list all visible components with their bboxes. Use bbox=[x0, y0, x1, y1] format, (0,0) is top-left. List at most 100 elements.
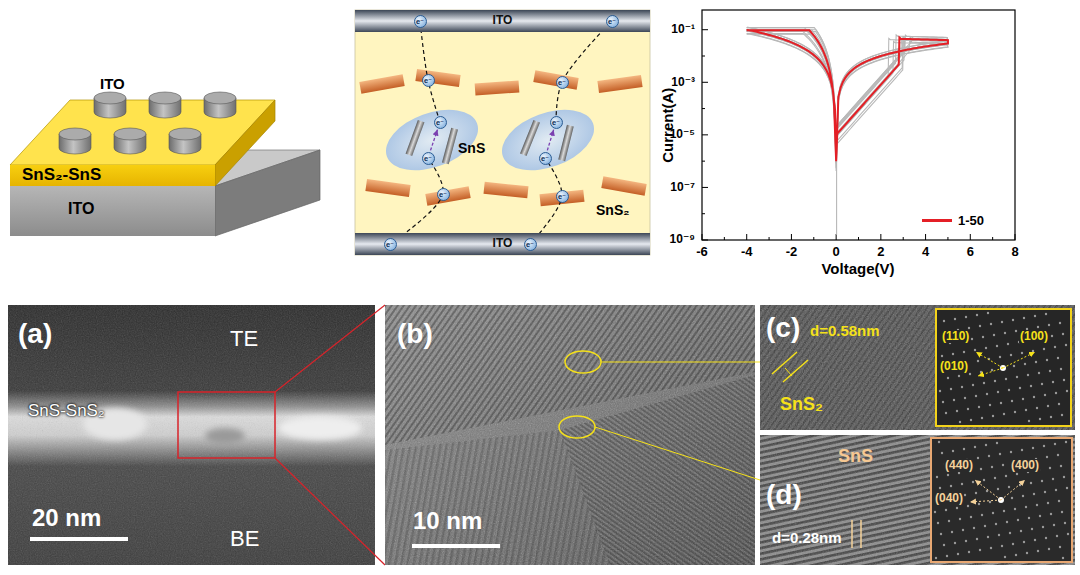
electron-path bbox=[390, 158, 443, 244]
hopping-arrow bbox=[547, 130, 553, 151]
node-text: ITO bbox=[68, 200, 94, 218]
hrtem-image bbox=[760, 435, 1075, 565]
fft-spot bbox=[953, 399, 955, 401]
zoom-line bbox=[595, 427, 760, 480]
fft-spot bbox=[1052, 381, 1054, 383]
fft-spot bbox=[952, 353, 954, 355]
node-text: (100) bbox=[1019, 330, 1049, 343]
fft-spot bbox=[1003, 510, 1005, 512]
fft-spot bbox=[1041, 383, 1043, 385]
electron-mark: e⁻ bbox=[434, 116, 447, 129]
legend-swatch bbox=[922, 219, 952, 222]
sns-grain bbox=[378, 98, 487, 182]
fft-spot bbox=[1054, 443, 1056, 445]
fft-spot bbox=[977, 457, 979, 459]
fft-spot bbox=[1007, 343, 1009, 345]
fft-spot bbox=[1057, 357, 1059, 359]
fft-vector bbox=[1003, 352, 1035, 368]
iv-curve bbox=[747, 33, 948, 159]
fft-spot bbox=[947, 474, 949, 476]
fft-spot bbox=[1016, 473, 1018, 475]
sns-grain bbox=[378, 98, 603, 182]
iv-curve bbox=[747, 27, 948, 156]
electrode-cylinder bbox=[59, 92, 236, 154]
hrtem-image bbox=[772, 352, 797, 374]
axis-title: Current(A) bbox=[660, 88, 677, 163]
electrode-cylinder bbox=[149, 92, 181, 118]
tick bbox=[1015, 234, 1016, 240]
fft-spot bbox=[962, 529, 964, 531]
hrtem-image bbox=[385, 305, 755, 565]
fft-spot bbox=[973, 527, 975, 529]
axis bbox=[702, 10, 1015, 240]
fft-spot bbox=[998, 534, 1000, 536]
fft-spot bbox=[996, 345, 998, 347]
fft-spot bbox=[978, 406, 980, 408]
fft-spot bbox=[968, 551, 970, 553]
tick bbox=[702, 108, 705, 109]
fft-spot bbox=[1039, 515, 1041, 517]
sns-crystal bbox=[558, 125, 574, 162]
fft-spot bbox=[952, 450, 954, 452]
fft-spot bbox=[985, 444, 987, 446]
fft-spot bbox=[1050, 416, 1052, 418]
hopping-arrow bbox=[431, 130, 438, 151]
hrtem-panel: (440)(400)(040)SnS(d)d=0.28nm bbox=[760, 435, 1075, 565]
fft-spot bbox=[980, 468, 982, 470]
hrtem-panel: (b)10 nm bbox=[385, 305, 755, 565]
fft-spot bbox=[956, 410, 958, 412]
tick bbox=[769, 237, 770, 240]
fft-spot bbox=[991, 369, 993, 371]
mechanism-schematic bbox=[355, 10, 650, 255]
fft-spot bbox=[1010, 451, 1012, 453]
fft-spot bbox=[1063, 379, 1065, 381]
tick-label: 4 bbox=[922, 245, 929, 259]
node-text: (c) bbox=[766, 313, 800, 344]
fft-spot bbox=[1012, 319, 1014, 321]
iv-curve bbox=[747, 29, 948, 171]
node-text: (400) bbox=[1010, 459, 1040, 472]
fft-spot bbox=[970, 419, 972, 421]
device-schematic bbox=[10, 92, 320, 236]
sns2-flake bbox=[533, 70, 578, 89]
mechanism-schematic bbox=[355, 10, 650, 255]
node-text: TE bbox=[230, 327, 258, 351]
tem-image bbox=[30, 537, 128, 541]
fft-spot bbox=[965, 540, 967, 542]
fft-spot bbox=[1045, 537, 1047, 539]
fft-spot bbox=[994, 380, 996, 382]
fft-spot bbox=[945, 509, 947, 511]
fft-spot bbox=[990, 547, 992, 549]
fft-spot bbox=[1017, 519, 1019, 521]
fft-spot bbox=[934, 441, 1069, 559]
sns2-flake bbox=[425, 186, 470, 205]
tick bbox=[992, 237, 993, 240]
fft-spot bbox=[1067, 533, 1069, 535]
fft-spot bbox=[1028, 517, 1030, 519]
fft-spot bbox=[1011, 497, 1013, 499]
fft-spot bbox=[1036, 407, 1038, 409]
sns-crystal bbox=[406, 120, 425, 156]
fft-spot bbox=[991, 466, 993, 468]
fft-spot bbox=[963, 351, 965, 353]
electrode-cylinder bbox=[169, 128, 201, 154]
fft-spot bbox=[999, 453, 1001, 455]
fft-spot bbox=[1050, 513, 1052, 515]
iv-curve bbox=[747, 34, 948, 163]
fft-spot bbox=[935, 557, 937, 559]
fft-spot bbox=[1010, 354, 1012, 356]
fft-spot bbox=[948, 520, 950, 522]
hrtem-image bbox=[930, 437, 1073, 563]
hrtem-image bbox=[935, 308, 1072, 427]
tick bbox=[880, 234, 881, 240]
sns-grain bbox=[494, 98, 603, 182]
fft-spot bbox=[1066, 487, 1068, 489]
tick bbox=[925, 234, 926, 240]
fft-spot bbox=[996, 442, 998, 444]
tick bbox=[746, 234, 747, 240]
electron-path bbox=[390, 21, 612, 244]
fft-spot bbox=[1021, 449, 1023, 451]
iv-curve bbox=[747, 31, 948, 163]
electrode-cylinder bbox=[149, 92, 181, 104]
fft-spot bbox=[937, 522, 939, 524]
